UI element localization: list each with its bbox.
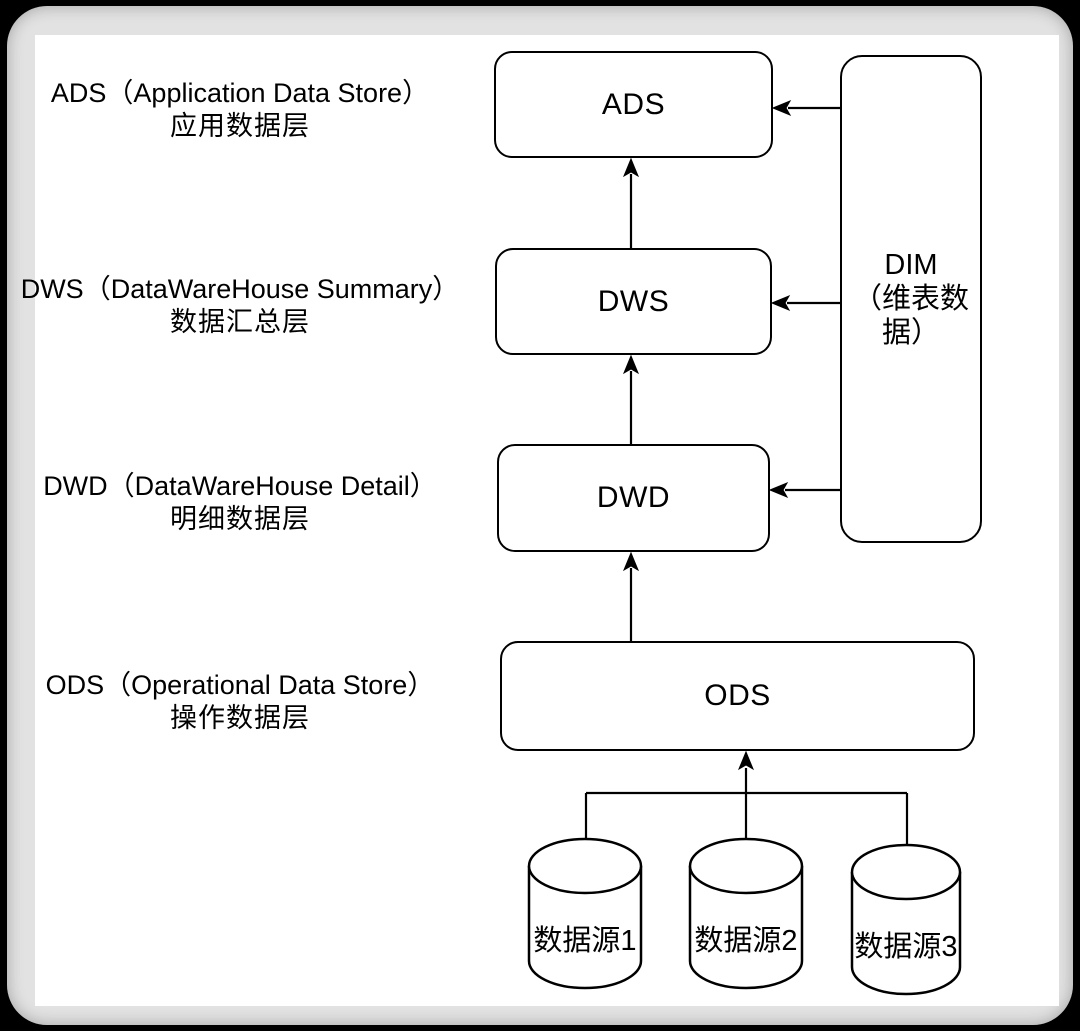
datasource-2-label: 数据源2	[694, 925, 798, 957]
ods-layer-full-name: ODS（Operational Data Store）	[45, 670, 435, 700]
ads-layer-full-name: ADS（Application Data Store）	[50, 78, 430, 108]
dim-box-label-line1: DIM	[884, 249, 938, 281]
dws-layer-cn-name: 数据汇总层	[170, 307, 310, 337]
datasource-1-label: 数据源1	[533, 925, 637, 957]
dim-box-label-line2: （维表数	[852, 283, 969, 315]
sources-bus-connector	[584, 791, 909, 852]
arrow-dws-to-ads	[622, 157, 640, 248]
ads-box: ADS	[494, 51, 773, 158]
arrow-dim-to-dwd	[768, 481, 840, 499]
arrow-ods-to-dwd	[622, 551, 640, 641]
arrow-dwd-to-dws	[622, 354, 640, 444]
arrow-dim-to-ads	[771, 99, 840, 117]
dim-box-label-line3: 据）	[881, 317, 940, 349]
ods-box-label: ODS	[704, 679, 771, 712]
ads-box-label: ADS	[601, 87, 666, 121]
dim-box: DIM （维表数 据）	[840, 55, 982, 543]
dws-layer-full-name: DWS（DataWareHouse Summary）	[20, 274, 460, 304]
arrow-dim-to-dws	[770, 294, 840, 312]
datasource-3-cylinder	[850, 843, 962, 996]
dwd-box: DWD	[497, 444, 770, 552]
label-ods-layer: ODS（Operational Data Store） 操作数据层	[10, 669, 470, 735]
arrow-sources-to-ods	[737, 750, 755, 793]
dwd-box-label: DWD	[596, 481, 671, 514]
ods-layer-cn-name: 操作数据层	[170, 703, 310, 733]
dws-box-label: DWS	[597, 284, 670, 318]
ods-box: ODS	[500, 641, 975, 751]
dws-box: DWS	[495, 248, 772, 355]
label-ads-layer: ADS（Application Data Store） 应用数据层	[10, 77, 470, 143]
datasource-1-cylinder	[527, 837, 643, 990]
datasource-2-cylinder	[688, 837, 804, 990]
datasource-3-label: 数据源3	[854, 931, 958, 963]
ads-layer-cn-name: 应用数据层	[170, 111, 310, 141]
dwd-layer-cn-name: 明细数据层	[170, 504, 310, 534]
dwd-layer-full-name: DWD（DataWareHouse Detail）	[43, 471, 437, 501]
label-dwd-layer: DWD（DataWareHouse Detail） 明细数据层	[10, 470, 470, 536]
label-dws-layer: DWS（DataWareHouse Summary） 数据汇总层	[10, 273, 470, 339]
